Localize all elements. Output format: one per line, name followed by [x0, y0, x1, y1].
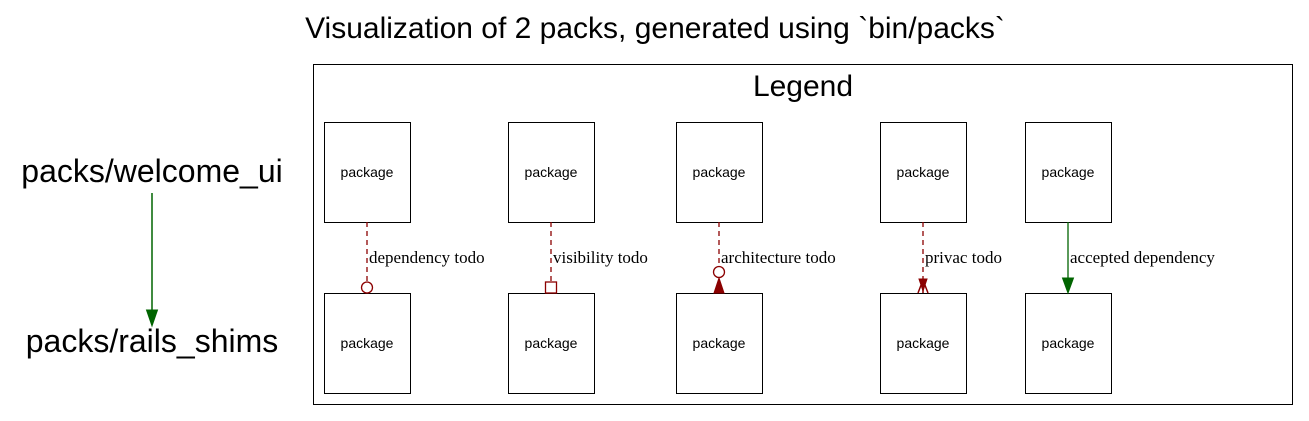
legend-node-bottom-label: package [1042, 335, 1095, 351]
crow-tip-icon [918, 278, 928, 293]
dependency-edge [145, 193, 159, 328]
legend-node-bottom-label: package [693, 335, 746, 351]
legend-node-bottom [1025, 293, 1112, 394]
legend-node-bottom-label: package [341, 335, 394, 351]
arrowhead-icon [145, 309, 159, 328]
legend-item: package package dependency todo [324, 122, 485, 394]
legend-node-top-label: package [525, 164, 578, 180]
legend-box [313, 64, 1293, 405]
legend-node-bottom-label: package [897, 335, 950, 351]
legend-item: package package privac todo [880, 122, 1002, 394]
legend-item: package package architecture todo [676, 122, 836, 394]
legend-node-top-label: package [1042, 164, 1095, 180]
obox-arrowhead-icon [544, 281, 558, 294]
pack-node-welcome-ui: packs/welcome_ui [21, 153, 282, 189]
legend-node-top [508, 122, 595, 223]
legend-edge-label: privac todo [925, 248, 1002, 267]
legend-node-top [324, 122, 411, 223]
legend-title: Legend [753, 70, 853, 103]
legend-node-top [1025, 122, 1112, 223]
legend-node-top-label: package [341, 164, 394, 180]
pack-node-rails-shims: packs/rails_shims [26, 323, 279, 359]
normal-arrowhead-icon [1061, 277, 1075, 295]
odot-arrowhead-icon [360, 281, 374, 294]
legend-node-top [880, 122, 967, 223]
legend-node-top [676, 122, 763, 223]
legend-node-bottom-label: package [525, 335, 578, 351]
legend-node-bottom [880, 293, 967, 394]
legend-node-top-label: package [897, 164, 950, 180]
legend-node-top-label: package [693, 164, 746, 180]
normal-arrowhead-icon [713, 276, 725, 294]
legend-item: package package accepted dependency [1025, 122, 1215, 394]
diagram-title: Visualization of 2 packs, generated usin… [305, 12, 1005, 45]
legend-item: package package visibility todo [508, 122, 648, 394]
legend-edge-label: visibility todo [553, 248, 648, 267]
legend-edge-label: architecture todo [721, 248, 836, 267]
legend-node-bottom [508, 293, 595, 394]
legend-edge-label: dependency todo [369, 248, 485, 267]
legend-edge-label: accepted dependency [1070, 248, 1215, 267]
odot-arrowhead-icon [712, 265, 726, 279]
